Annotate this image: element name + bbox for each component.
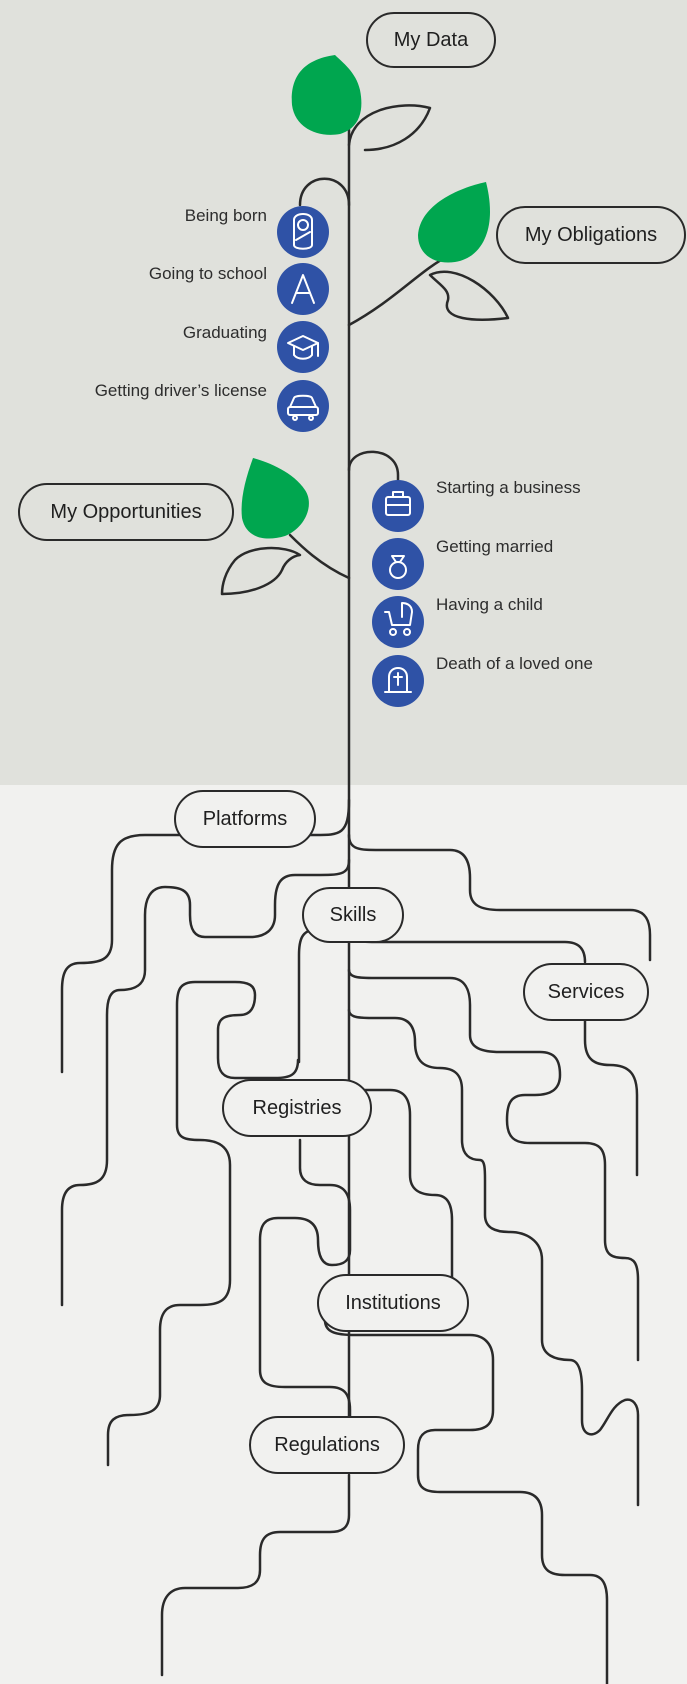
event-label-drivers-license: Getting driver’s license [94, 381, 267, 400]
icon-circle-graduating [277, 321, 329, 373]
event-label-getting-married: Getting married [436, 537, 554, 556]
root-left-mid [106, 980, 300, 1467]
event-label-graduating: Graduating [182, 323, 267, 342]
icon-circle-going-to-school [277, 263, 329, 315]
car-icon [287, 394, 319, 421]
root-registries-down [258, 1138, 352, 1422]
root-services-down [583, 1018, 639, 1177]
graduation-cap-icon [287, 335, 319, 360]
event-label-starting-business: Starting a business [436, 478, 581, 497]
node-my-obligations-label: My Obligations [524, 223, 658, 246]
node-skills[interactable]: Skills [302, 887, 404, 943]
node-my-obligations[interactable]: My Obligations [496, 206, 686, 264]
root-registries-right [347, 1088, 454, 1282]
root-regulations-down [160, 1473, 351, 1677]
top-outline-leaf [347, 104, 432, 152]
root-left-long [60, 858, 351, 1307]
node-institutions[interactable]: Institutions [317, 1274, 469, 1332]
node-my-opportunities-label: My Opportunities [50, 500, 202, 523]
tombstone-icon [384, 667, 412, 693]
root-right-long [347, 1008, 640, 1507]
icon-circle-having-child [372, 596, 424, 648]
leaf-my-data [291, 55, 362, 135]
right-events-stem [347, 450, 400, 482]
node-services-label: Services [547, 980, 625, 1003]
opportunities-outline-leaf [220, 546, 302, 596]
event-label-having-child: Having a child [436, 595, 543, 614]
node-platforms-label: Platforms [202, 807, 288, 830]
node-my-data-label: My Data [393, 28, 469, 51]
root-platforms-left [60, 798, 351, 1074]
stroller-icon [384, 602, 413, 636]
node-skills-label: Skills [329, 903, 377, 926]
leaf-my-opportunities [241, 458, 309, 539]
briefcase-icon [385, 491, 411, 516]
ring-icon [389, 555, 407, 579]
root-right-top [347, 833, 652, 962]
node-services[interactable]: Services [523, 963, 649, 1021]
node-registries[interactable]: Registries [222, 1079, 372, 1137]
node-regulations[interactable]: Regulations [249, 1416, 405, 1474]
root-right-mid [347, 968, 640, 1362]
letter-a-icon [291, 274, 315, 304]
event-label-death-loved-one: Death of a loved one [436, 654, 593, 673]
node-my-data[interactable]: My Data [366, 12, 496, 68]
leaf-my-obligations [418, 182, 490, 263]
obligations-outline-leaf [428, 270, 510, 321]
node-my-opportunities[interactable]: My Opportunities [18, 483, 234, 541]
baby-icon [293, 213, 313, 250]
root-institutions-right [323, 1318, 609, 1684]
icon-circle-being-born [277, 206, 329, 258]
opportunities-branch [288, 533, 351, 580]
left-events-stem [298, 177, 351, 207]
event-label-being-born: Being born [184, 206, 267, 225]
node-institutions-label: Institutions [345, 1291, 441, 1314]
node-platforms[interactable]: Platforms [174, 790, 316, 848]
event-label-going-to-school: Going to school [148, 264, 267, 283]
node-regulations-label: Regulations [274, 1433, 380, 1456]
node-registries-label: Registries [252, 1096, 342, 1119]
icon-circle-getting-married [372, 538, 424, 590]
